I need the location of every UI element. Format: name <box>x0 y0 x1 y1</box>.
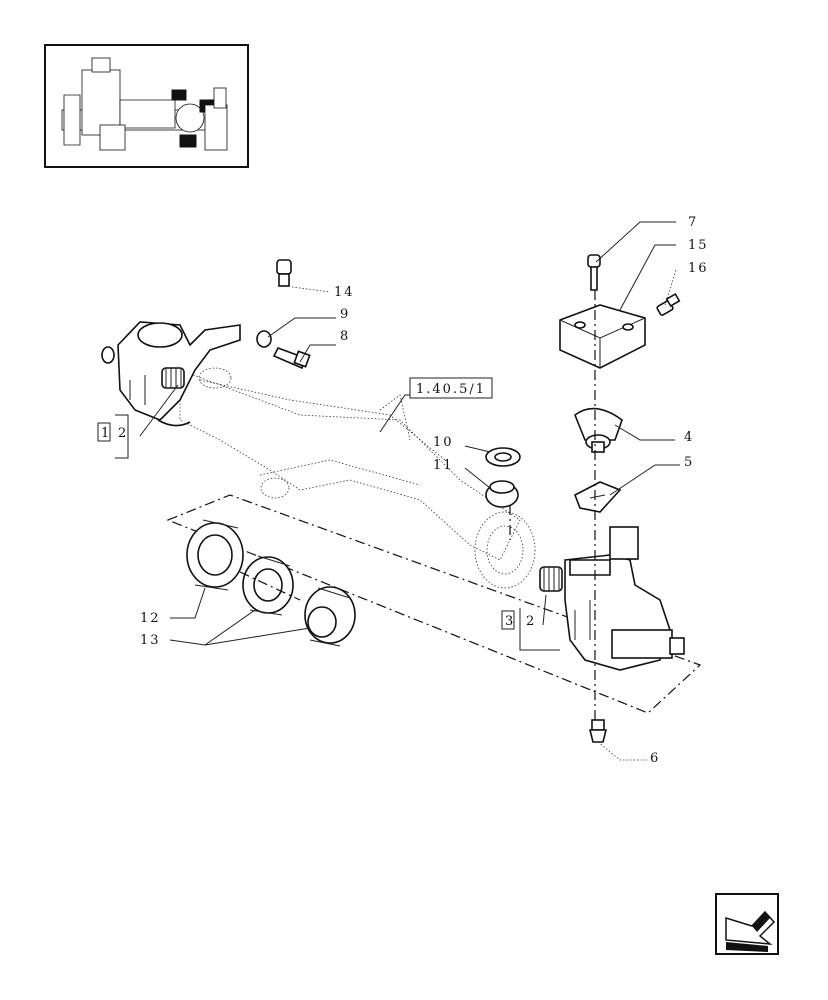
ref-box-3 <box>501 610 515 630</box>
bushing-11 <box>485 480 519 508</box>
callout-15: 15 <box>688 238 709 253</box>
callout-8: 8 <box>340 329 350 344</box>
pin-4 <box>574 407 623 453</box>
callout-2-left: 2 <box>118 426 128 441</box>
callout-2-right: 2 <box>526 614 536 629</box>
callout-6: 6 <box>650 751 660 766</box>
callout-9: 9 <box>340 307 350 322</box>
callout-13: 13 <box>140 633 161 648</box>
callout-16: 16 <box>688 261 709 276</box>
callout-ref-group: 1.40.5/1 <box>416 382 486 397</box>
bearing-13a <box>242 555 294 616</box>
grease-fitting-16 <box>656 292 681 316</box>
callout-1: 1 <box>101 426 111 441</box>
bolt-7 <box>587 254 601 291</box>
callout-3: 3 <box>505 614 515 629</box>
right-steering-knuckle <box>539 526 685 671</box>
washer-9 <box>256 330 272 348</box>
washer-10 <box>485 447 521 467</box>
callout-14: 14 <box>334 285 355 300</box>
callout-10: 10 <box>433 435 454 450</box>
axle-overview-thumbnail[interactable] <box>44 44 249 168</box>
grease-fitting-6 <box>588 719 608 743</box>
callout-4: 4 <box>684 430 694 445</box>
axle-beam <box>179 367 536 589</box>
shim-5 <box>573 481 622 513</box>
ref-box-1 <box>97 422 111 442</box>
grease-fitting-14 <box>276 259 292 287</box>
callout-11: 11 <box>433 458 454 473</box>
bolt-8 <box>272 347 311 370</box>
leader-lines <box>115 221 680 761</box>
assembly-boundary <box>166 494 702 714</box>
callout-5: 5 <box>684 455 694 470</box>
left-steering-knuckle <box>101 321 241 427</box>
bearing-13b <box>304 586 356 647</box>
callout-7: 7 <box>688 215 698 230</box>
cap-15 <box>559 304 646 369</box>
back-arrow-icon[interactable] <box>715 893 779 955</box>
oil-seal-12 <box>186 519 244 591</box>
callout-12: 12 <box>140 611 161 626</box>
ref-box-group[interactable] <box>409 377 493 399</box>
